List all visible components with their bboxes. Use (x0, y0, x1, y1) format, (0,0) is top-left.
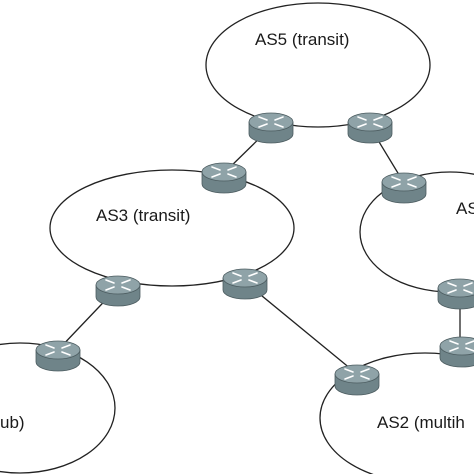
as4-label: AS (456, 199, 474, 218)
router-icon (35, 340, 81, 372)
as1-boundary (0, 342, 116, 474)
router-icon (381, 172, 427, 204)
routers (35, 112, 474, 396)
as5-label: AS5 (transit) (255, 30, 349, 49)
router-icon (334, 364, 380, 396)
router-icon (437, 278, 474, 310)
router-icon (95, 275, 141, 307)
as5-boundary (205, 2, 431, 128)
as3-boundary (49, 169, 295, 287)
as2-label: AS2 (multih (377, 413, 465, 432)
as-labels: AS5 (transit) AS3 (transit) AS ub) AS2 (… (0, 30, 474, 432)
router-icon (248, 112, 294, 144)
as2-boundary (319, 352, 474, 474)
as1-label: ub) (0, 413, 25, 432)
router-icon (347, 112, 393, 144)
router-icon (201, 162, 247, 194)
as3-label: AS3 (transit) (96, 206, 190, 225)
inter-as-links (57, 126, 461, 375)
router-icon (439, 336, 474, 368)
link-as3-as2 (244, 281, 358, 375)
router-icon (222, 268, 268, 300)
